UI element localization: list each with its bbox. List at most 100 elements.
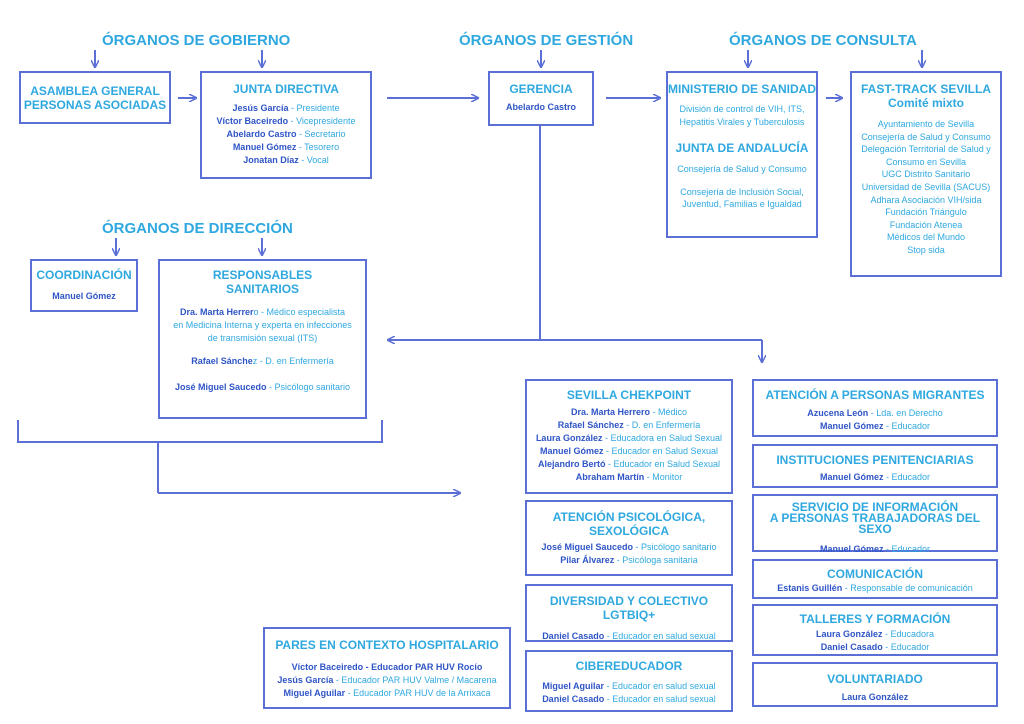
psico-title-line2: SEXOLÓGICA (588, 524, 669, 538)
responsables-title-line1: RESPONSABLES (212, 268, 313, 282)
comite-mixto-title: Comité mixto (887, 96, 964, 110)
fast-track-box: FAST-TRACK SEVILLA Comité mixto Ayuntami… (850, 71, 1002, 277)
ministerio-title: MINISTERIO DE SANIDAD (668, 82, 817, 96)
migrantes-member: Azucena León - Lda. en Derecho (754, 407, 996, 420)
talleres-member: Daniel Casado - Educador (754, 641, 996, 654)
fast-track-item: Ayuntamiento de Sevilla (877, 119, 975, 129)
psico-member: Pilar Álvarez - Psicóloga sanitaria (527, 554, 731, 567)
member-role: - Educadora (882, 629, 935, 639)
responsable-person: Dra. Marta Herrero - Médico especialista (160, 306, 365, 319)
heading-organos-consulta: ÓRGANOS DE CONSULTA (729, 32, 917, 49)
ministerio-line: Hepatitis Virales y Tuberculosis (679, 116, 805, 127)
member-role: - Lda. en Derecho (868, 408, 943, 418)
atencion-psicologica-box: ATENCIÓN PSICOLÓGICA, SEXOLÓGICA José Mi… (525, 500, 733, 576)
fast-track-item: Fundación Triángulo (885, 207, 967, 218)
member-role: - Educador en salud sexual (604, 694, 716, 704)
talleres-formacion-box: TALLERES Y FORMACIÓN Laura González - Ed… (752, 604, 998, 656)
ministerio-sanidad-box: MINISTERIO DE SANIDAD División de contro… (666, 71, 818, 238)
responsable-person: José Miguel Saucedo - Psicólogo sanitari… (160, 381, 365, 394)
member-name: Dra. Marta Herrero (570, 407, 650, 417)
responsable-detail: de transmisión sexual (ITS) (207, 333, 318, 343)
member-name: Manuel Gómez (232, 142, 297, 152)
psico-member: José Miguel Saucedo - Psicólogo sanitari… (527, 541, 731, 554)
member-name: Rafael Sánchez (557, 420, 624, 430)
member-role: - Responsable de comunicación (842, 583, 973, 593)
fast-track-item: Delegación Territorial de Salud y (861, 144, 991, 155)
pares-member: Miguel Aguilar - Educador PAR HUV de la … (265, 687, 509, 700)
penitenciarias-title: INSTITUCIONES PENITENCIARIAS (776, 453, 974, 467)
member-role: - Monitor (644, 472, 683, 482)
coordinacion-box: COORDINACIÓN Manuel Gómez (30, 259, 138, 312)
fast-track-item: Stop sida (907, 244, 945, 255)
member-name: Jesús García (277, 675, 334, 685)
person-role: o - Médico especialista (253, 307, 346, 317)
member-name: Jesús García (232, 103, 289, 113)
member-role: - Educador (883, 472, 931, 482)
trabajadoras-title-line2: A PERSONAS TRABAJADORAS DEL SEXO (769, 511, 981, 536)
cibereducador-box: CIBEREDUCADOR Miguel Aguilar - Educador … (525, 650, 733, 712)
heading-organos-gestion: ÓRGANOS DE GESTIÓN (459, 32, 634, 49)
pares-member: Jesús García - Educador PAR HUV Valme / … (265, 674, 509, 687)
person-name: José Miguel Saucedo (174, 382, 267, 392)
checkpoint-title: SEVILLA CHEKPOINT (566, 388, 692, 402)
coordinacion-name: Manuel Gómez (52, 291, 116, 301)
trabajadoras-member: Manuel Gómez - Educador (754, 543, 996, 556)
member-role: - Educador en salud sexual (604, 631, 716, 641)
diversidad-lgtbiq-box: DIVERSIDAD Y COLECTIVO LGTBIQ+ Daniel Ca… (525, 584, 733, 642)
ministerio-line: División de control de VIH, ITS, (679, 104, 805, 114)
comunicacion-title: COMUNICACIÓN (827, 567, 923, 581)
member-name: Laura González (815, 629, 883, 639)
member-name: Víctor Baceiredo (216, 116, 289, 126)
person-name: Rafael Sánche (191, 356, 253, 366)
consejeria-salud: Consejería de Salud y Consumo (677, 164, 807, 175)
fast-track-item: Universidad de Sevilla (SACUS) (861, 181, 991, 192)
member-role: - Presidente (288, 103, 340, 113)
sevilla-checkpoint-box: SEVILLA CHEKPOINT Dra. Marta Herrero - M… (525, 379, 733, 494)
member-role: - Médico (650, 407, 688, 417)
instituciones-penitenciarias-box: INSTITUCIONES PENITENCIARIAS Manuel Góme… (752, 444, 998, 488)
junta-member: Manuel Gómez - Tesorero (202, 141, 370, 154)
heading-organos-gobierno: ÓRGANOS DE GOBIERNO (102, 32, 291, 49)
coordinacion-title: COORDINACIÓN (36, 268, 132, 282)
member-role: - Vicepresidente (288, 116, 356, 126)
member-name: Jonatan Díaz (243, 155, 299, 165)
fast-track-item: Adhara Asociación VIH/sida (870, 194, 982, 205)
comunicacion-box: COMUNICACIÓN Estanis Guillén - Responsab… (752, 559, 998, 599)
member-name: Manuel Gómez (539, 446, 604, 456)
fast-track-item: Consejería de Salud y Consumo (861, 131, 991, 142)
member-role: - Educador (883, 421, 931, 431)
member-name: Manuel Gómez (819, 544, 884, 554)
cibereducador-title: CIBEREDUCADOR (575, 659, 683, 673)
member-name: Miguel Aguilar (283, 688, 346, 698)
junta-member: Abelardo Castro - Secretario (202, 128, 370, 141)
checkpoint-member: Rafael Sánchez - D. en Enfermería (527, 419, 731, 432)
atencion-migrantes-box: ATENCIÓN A PERSONAS MIGRANTES Azucena Le… (752, 379, 998, 437)
member-name: Alejandro Bertó (537, 459, 606, 469)
comunicacion-member: Estanis Guillén - Responsable de comunic… (754, 582, 996, 595)
member-name: Laura González (535, 433, 603, 443)
member-role: - Psicóloga sanitaria (614, 555, 698, 565)
migrantes-member: Manuel Gómez - Educador (754, 420, 996, 433)
trabajadoras-sexo-box: SERVICIO DE INFORMACIÓN A PERSONAS TRABA… (752, 494, 998, 554)
member-name: Abelardo Castro (226, 129, 297, 139)
person-role: z - D. en Enfermería (252, 356, 334, 366)
pares-title: PARES EN CONTEXTO HOSPITALARIO (275, 638, 499, 652)
heading-organos-direccion: ÓRGANOS DE DIRECCIÓN (102, 220, 293, 237)
talleres-member: Laura González - Educadora (754, 628, 996, 641)
junta-directiva-title: JUNTA DIRECTIVA (233, 82, 339, 96)
member-role: - Educadora en Salud Sexual (602, 433, 723, 443)
cibereducador-member: Daniel Casado - Educador en salud sexual (527, 693, 731, 706)
person-role: - Psicólogo sanitario (266, 382, 351, 392)
fast-track-item: UGC Distrito Sanitario (881, 169, 971, 180)
member-name: Manuel Gómez (819, 472, 884, 482)
gerencia-name: Abelardo Castro (505, 102, 576, 112)
asamblea-title-line1: ASAMBLEA GENERAL (30, 84, 160, 98)
fast-track-item: Médicos del Mundo (886, 232, 966, 243)
gerencia-box: GERENCIA Abelardo Castro (488, 71, 594, 126)
member-name: Miguel Aguilar (542, 681, 605, 691)
member-role: - Educador (883, 544, 931, 554)
pares-hospitalario-box: PARES EN CONTEXTO HOSPITALARIO Víctor Ba… (263, 627, 511, 709)
talleres-title: TALLERES Y FORMACIÓN (799, 612, 951, 626)
checkpoint-member: Manuel Gómez - Educador en Salud Sexual (527, 445, 731, 458)
